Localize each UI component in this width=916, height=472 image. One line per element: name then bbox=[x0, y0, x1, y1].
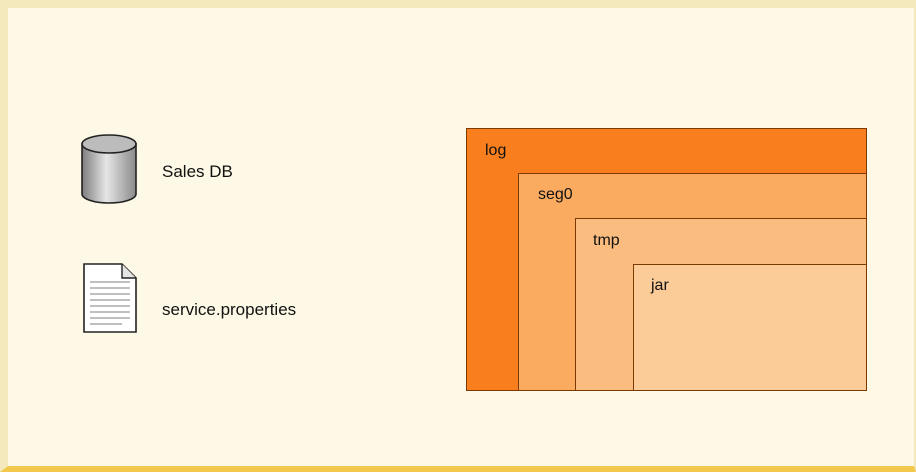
sales-db-label: Sales DB bbox=[162, 162, 233, 181]
log-directory-label: log bbox=[485, 142, 507, 159]
service-properties-label: service.properties bbox=[162, 300, 297, 319]
document-icon bbox=[83, 263, 137, 333]
jar-directory-label: jar bbox=[651, 277, 669, 294]
seg0-directory-label: seg0 bbox=[538, 186, 573, 203]
tmp-directory-label: tmp bbox=[593, 232, 620, 249]
jar-directory-box bbox=[633, 264, 867, 391]
database-icon bbox=[81, 134, 137, 204]
